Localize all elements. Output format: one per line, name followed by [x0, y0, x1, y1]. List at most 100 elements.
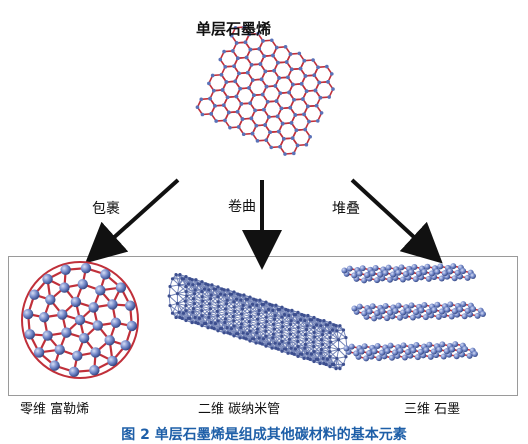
atom — [168, 303, 172, 308]
atom — [364, 272, 371, 279]
atom — [24, 329, 36, 340]
atom — [177, 310, 181, 314]
atom — [363, 355, 370, 362]
atom — [307, 119, 311, 124]
atom — [72, 350, 83, 362]
bond — [322, 330, 331, 339]
atom — [298, 318, 303, 322]
atom — [180, 277, 184, 281]
atom — [287, 337, 292, 341]
atom — [249, 314, 253, 319]
atom — [223, 317, 228, 321]
atom — [366, 350, 373, 357]
atom — [274, 303, 278, 307]
atom — [297, 51, 302, 56]
atom — [271, 332, 276, 336]
atom — [250, 302, 255, 306]
atom — [361, 343, 368, 350]
bond — [306, 317, 315, 327]
arrow-label-roll: 卷曲 — [228, 199, 256, 215]
atom — [403, 271, 410, 278]
atom — [312, 73, 317, 78]
atom — [206, 326, 210, 330]
atom — [341, 362, 346, 367]
atom — [303, 74, 308, 78]
atom — [207, 302, 212, 306]
atom — [287, 327, 292, 332]
atom — [252, 93, 256, 98]
atom — [233, 25, 238, 30]
atom — [372, 264, 379, 271]
atom — [266, 307, 271, 312]
atom — [170, 311, 175, 315]
bond — [210, 322, 221, 329]
atom — [223, 118, 227, 123]
atom — [328, 321, 332, 325]
atom — [311, 58, 315, 62]
atom — [288, 322, 293, 326]
atom — [258, 298, 262, 302]
bond — [313, 351, 324, 359]
atom — [409, 314, 416, 321]
atom — [304, 142, 309, 147]
atom — [318, 95, 323, 100]
atom — [255, 327, 260, 331]
atom — [418, 307, 425, 314]
bond — [300, 319, 308, 330]
atom — [439, 341, 446, 348]
atom — [274, 45, 279, 50]
atom — [239, 298, 243, 302]
bond — [322, 357, 333, 365]
atom — [379, 349, 386, 356]
atom — [110, 317, 122, 328]
atom — [218, 57, 223, 62]
atom — [60, 264, 71, 276]
atom — [422, 314, 429, 321]
atom — [374, 277, 381, 284]
atom — [186, 316, 191, 320]
atom — [271, 336, 275, 340]
bond — [232, 308, 243, 317]
atom — [255, 139, 260, 143]
atom — [305, 324, 309, 328]
atom — [428, 270, 435, 277]
atom — [317, 80, 322, 85]
atom — [254, 341, 258, 345]
atom — [244, 337, 248, 341]
atom — [207, 81, 211, 86]
atom — [244, 55, 249, 60]
bond — [200, 298, 211, 307]
bond — [185, 310, 196, 318]
atom — [221, 103, 226, 107]
atom — [366, 308, 373, 315]
atom — [186, 282, 191, 286]
atom — [261, 39, 265, 43]
bond — [274, 342, 285, 350]
atom — [168, 284, 172, 289]
atom — [261, 337, 266, 341]
bond — [216, 303, 227, 312]
atom — [460, 301, 467, 308]
bond — [296, 329, 307, 338]
atom — [184, 303, 188, 308]
atom — [405, 307, 412, 314]
atom — [322, 319, 326, 323]
atom — [436, 346, 443, 353]
atom — [228, 292, 232, 296]
atom — [208, 96, 212, 101]
atom — [222, 331, 226, 335]
atom — [178, 272, 182, 277]
bond — [321, 332, 331, 341]
atom — [386, 276, 393, 283]
atom — [90, 347, 101, 358]
atom — [253, 108, 257, 113]
bond — [194, 289, 203, 298]
atom — [229, 33, 234, 38]
atom — [312, 315, 316, 320]
atom — [264, 138, 269, 142]
atom — [89, 364, 100, 376]
atom — [248, 310, 252, 314]
atom — [382, 302, 389, 309]
atom — [434, 268, 441, 275]
bond — [322, 320, 325, 331]
